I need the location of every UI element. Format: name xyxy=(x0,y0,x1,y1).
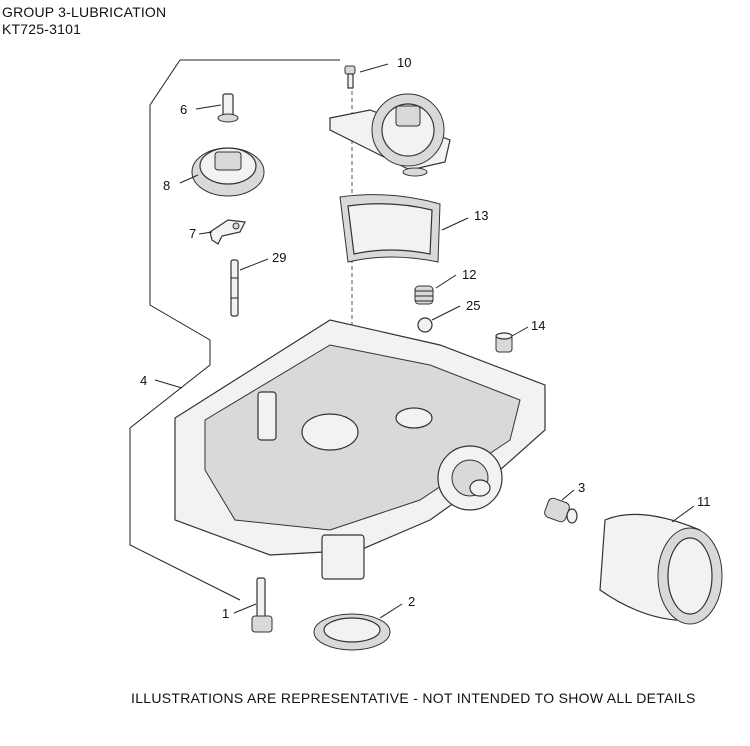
part-7-clip xyxy=(209,219,246,245)
callout-29: 29 xyxy=(272,250,286,265)
callout-14: 14 xyxy=(531,318,545,333)
leader-lines xyxy=(154,63,695,619)
callout-13: 13 xyxy=(474,208,488,223)
callout-12: 12 xyxy=(462,267,476,282)
callout-4: 4 xyxy=(140,373,147,388)
callout-8: 8 xyxy=(163,178,170,193)
part-6-shaft xyxy=(217,93,239,123)
part-14-plug xyxy=(495,332,513,353)
callout-2: 2 xyxy=(408,594,415,609)
callout-11: 11 xyxy=(697,494,711,509)
callout-6: 6 xyxy=(180,102,187,117)
diagram-title: GROUP 3-LUBRICATION xyxy=(2,4,167,20)
part-29-pin xyxy=(230,259,239,317)
part-11-oil-filter xyxy=(599,513,723,625)
part-25-ball xyxy=(417,317,433,333)
callout-3: 3 xyxy=(578,480,585,495)
part-1-bolt xyxy=(251,577,273,633)
callout-7: 7 xyxy=(189,226,196,241)
callout-1: 1 xyxy=(222,606,229,621)
oil-pump-assembly xyxy=(329,93,451,177)
part-13-screen xyxy=(339,194,441,263)
diagram-code: KT725-3101 xyxy=(2,21,82,37)
part-3-fitting xyxy=(544,497,578,524)
part-10-bolt xyxy=(344,65,356,89)
part-12-spring xyxy=(414,285,434,305)
part-4-oil-pan xyxy=(174,319,546,580)
part-8-gear xyxy=(191,147,265,197)
callout-25: 25 xyxy=(466,298,480,313)
part-2-seal xyxy=(313,613,391,651)
group-bracket xyxy=(129,59,340,601)
footer-disclaimer: ILLUSTRATIONS ARE REPRESENTATIVE - NOT I… xyxy=(131,690,696,706)
callout-10: 10 xyxy=(397,55,411,70)
